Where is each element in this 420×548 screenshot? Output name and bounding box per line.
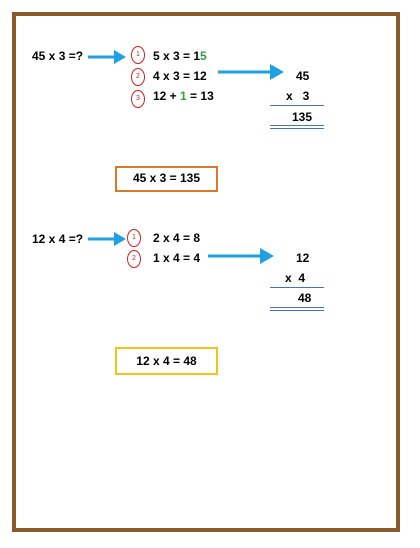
- rule-line: [270, 105, 324, 106]
- column-multiplier-1: x 3: [286, 89, 310, 103]
- step-number-2: 2: [131, 68, 145, 86]
- arrow-icon: [218, 64, 284, 80]
- arrow-icon: [88, 232, 126, 246]
- step-2: 4 x 3 = 12: [153, 69, 207, 83]
- column-result-2: 48: [298, 291, 312, 305]
- step-1: 5 x 3 = 15: [153, 49, 207, 63]
- step-1: 2 x 4 = 8: [153, 231, 201, 245]
- page-frame: [12, 12, 400, 532]
- rule-line: [270, 307, 324, 308]
- arrow-icon: [88, 50, 126, 64]
- answer-box-2: 12 x 4 = 48: [115, 347, 218, 375]
- column-top-2: 12: [296, 251, 310, 265]
- rule-line: [270, 128, 324, 129]
- step-number-1: 1: [131, 46, 145, 64]
- rule-line: [270, 125, 324, 126]
- step-number-1: 1: [127, 229, 141, 247]
- question-1: 45 x 3 =?: [32, 49, 84, 63]
- question-2: 12 x 4 =?: [32, 232, 84, 246]
- column-top-1: 45: [296, 69, 310, 83]
- rule-line: [270, 287, 324, 288]
- column-result-1: 135: [292, 110, 313, 124]
- arrow-icon: [208, 248, 274, 264]
- step-number-3: 3: [131, 90, 145, 108]
- step-number-2: 2: [127, 250, 141, 268]
- rule-line: [270, 310, 324, 311]
- step-3: 12 + 1 = 13: [153, 89, 214, 103]
- step-2: 1 x 4 = 4: [153, 251, 201, 265]
- answer-box-1: 45 x 3 = 135: [115, 166, 218, 192]
- column-multiplier-2: x 4: [285, 271, 306, 285]
